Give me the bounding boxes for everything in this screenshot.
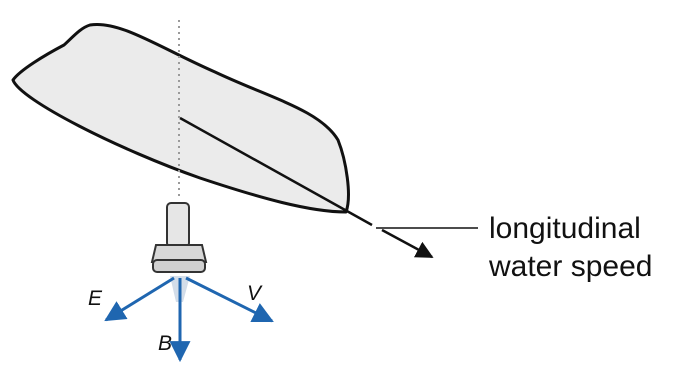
vector-e-arrow	[104, 276, 175, 322]
vector-v-label: V	[247, 282, 263, 305]
vector-e-label: E	[88, 287, 103, 310]
sensor-head	[150, 244, 208, 263]
vector-v-arrow	[185, 276, 274, 323]
longitudinal-speed-arrow	[381, 228, 434, 259]
sensor-base	[152, 259, 206, 273]
longitudinal-axis-line	[179, 116, 373, 227]
vector-b-label: B	[158, 332, 172, 355]
callout-label-line1: longitudinal	[489, 212, 641, 245]
sensor-stem	[166, 202, 190, 248]
callout-label-line2: water speed	[488, 250, 652, 283]
